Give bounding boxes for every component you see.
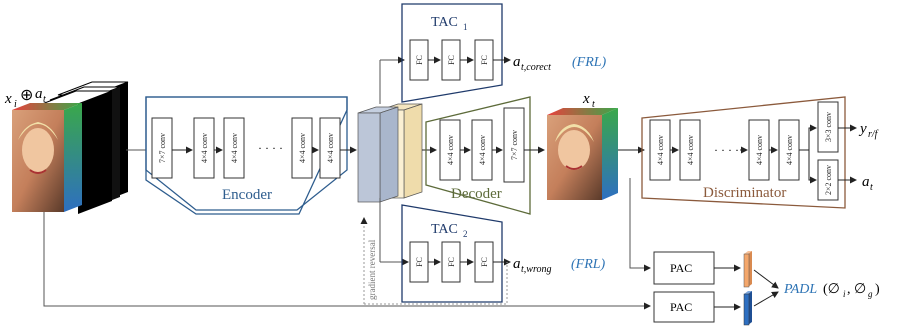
disc-layer-1-label: 4×4 conv <box>656 135 665 165</box>
tac2-fc-1-label: FC <box>415 257 424 267</box>
disc-head-top <box>817 101 839 153</box>
tac1-fc-1-label: FC <box>415 55 424 65</box>
disc-head-bottom-label: 2×2 conv <box>824 165 833 195</box>
tac2-title-sub: 2 <box>463 229 468 239</box>
disc-out-y-sub: r/f <box>868 129 879 140</box>
encoder-layer-2-label: 4×4 conv <box>200 133 209 163</box>
encoder-ellipsis: · · · · <box>258 141 283 155</box>
input-label-x-sub: i <box>14 99 17 110</box>
tac1-fc-3-label: FC <box>480 55 489 65</box>
tac2-fc-3-label: FC <box>480 257 489 267</box>
input-label-a: a <box>35 86 43 102</box>
padl-arg1-sub: i <box>843 289 846 299</box>
encoder-label: Encoder <box>222 187 272 203</box>
generated-label-x: x <box>582 91 590 107</box>
padl-label: PADL <box>783 282 817 297</box>
concat-operator-icon: ⊕ <box>20 87 33 104</box>
latent-features <box>357 103 423 203</box>
tac2-output-sub: t,wrong <box>521 264 551 275</box>
encoder-layer-3 <box>223 117 245 179</box>
input-face-top-edge <box>12 103 82 110</box>
generated-image <box>547 108 618 200</box>
tac1-output-sub: t,corect <box>521 62 551 73</box>
encoder-layer-5-label: 4×4 conv <box>326 133 335 163</box>
tac1-title-sub: 1 <box>463 22 468 32</box>
tac1-fc-2-label: FC <box>447 55 456 65</box>
encoder-layer-5 <box>319 117 341 179</box>
encoder-layer-2 <box>193 117 215 179</box>
encoder-layers: 7×7 conv 4×4 conv 4×4 conv · · · · 4×4 c… <box>151 117 341 179</box>
tac2-block <box>401 204 503 303</box>
pac-top-label: PAC <box>670 261 692 275</box>
generated-label-sub: t <box>592 99 595 110</box>
pac-top <box>653 251 715 285</box>
tac1-block <box>401 3 503 103</box>
input-image-stack <box>12 81 129 214</box>
encoder-layer-3-label: 4×4 conv <box>230 133 239 163</box>
decoder-layer-3 <box>503 107 525 183</box>
tac1-title: TAC <box>431 15 458 30</box>
input-label-a-sub: t <box>43 94 46 105</box>
tac1-output-a: a <box>513 54 521 70</box>
tac1-frl-tag: (FRL) <box>572 55 607 70</box>
discriminator-block <box>641 96 846 209</box>
disc-out-y: y <box>858 121 867 137</box>
disc-out-a-sub: t <box>870 182 873 193</box>
attribute-channels <box>41 81 129 214</box>
disc-layer-3-label: 4×4 conv <box>755 135 764 165</box>
input-face-side-edge <box>64 103 82 212</box>
disc-head-top-label: 3×3 conv <box>824 112 833 142</box>
disc-layer-2 <box>679 119 701 181</box>
encoder-layer-4-label: 4×4 conv <box>298 133 307 163</box>
disc-layer-2-label: 4×4 conv <box>686 135 695 165</box>
encoder-layer-1-label: 7×7 conv <box>158 133 167 163</box>
padl-arg2-sub: g <box>868 289 873 299</box>
pac-bottom <box>653 291 715 323</box>
gradient-reversal-label: gradient reversal <box>367 239 377 300</box>
decoder-label: Decoder <box>451 186 502 202</box>
disc-out-a: a <box>862 174 870 190</box>
disc-layer-4-label: 4×4 conv <box>785 135 794 165</box>
tac2-output-a: a <box>513 256 521 272</box>
padl-sep: , ∅ <box>847 282 866 297</box>
tac2-title: TAC <box>431 222 458 237</box>
pac-bottom-feature-bar <box>743 291 752 326</box>
decoder-block <box>425 96 531 215</box>
tac2-fc-2-label: FC <box>447 257 456 267</box>
pac-top-feature-bar <box>743 251 752 288</box>
pac-bottom-label: PAC <box>670 300 692 314</box>
padl-arg1: (∅ <box>823 282 840 297</box>
decoder-layer-1-label: 4×4 conv <box>446 135 455 165</box>
tac2-frl-tag: (FRL) <box>571 257 606 272</box>
padl-close: ) <box>875 282 880 297</box>
encoder-layer-1 <box>151 117 173 179</box>
decoder-layer-3-label: 7×7 conv <box>510 130 519 160</box>
input-label-x: x <box>4 91 12 107</box>
discriminator-label: Discriminator <box>703 185 786 201</box>
disc-ellipsis: · · · · <box>714 143 739 157</box>
decoder-layer-2-label: 4×4 conv <box>478 135 487 165</box>
